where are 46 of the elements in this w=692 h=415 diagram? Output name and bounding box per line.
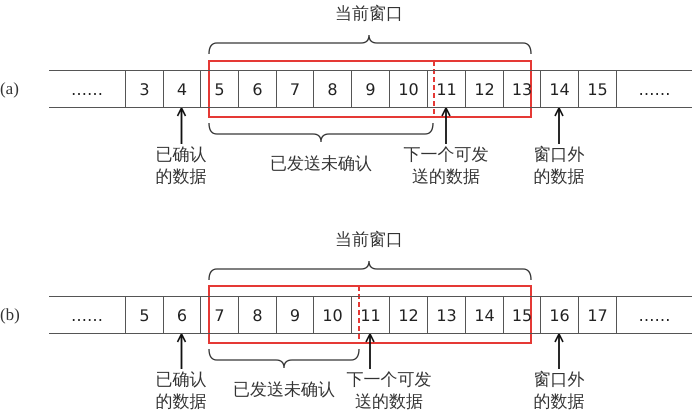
arrow <box>176 107 186 144</box>
sequence-slot: 3 <box>125 70 163 108</box>
annotation-text: 下一个可发送的数据 <box>400 144 492 188</box>
sequence-slot: 7 <box>200 296 238 334</box>
sequence-slot: 5 <box>200 70 238 108</box>
bracket-label: 当前窗口 <box>335 230 403 250</box>
sequence-slot: …… <box>616 296 692 334</box>
sequence-slot: 4 <box>163 70 200 108</box>
annotation-text: 窗口外的数据 <box>530 144 588 188</box>
sequence-slot: 8 <box>238 296 276 334</box>
sequence-slot: 16 <box>540 296 578 334</box>
sequence-slot: 10 <box>313 296 351 334</box>
annotation-text: 下一个可发送的数据 <box>344 369 434 413</box>
sequence-slot: 9 <box>351 70 389 108</box>
annotation-text: 窗口外的数据 <box>530 369 588 413</box>
annotation-text: 已确认的数据 <box>152 369 210 413</box>
sequence-slot: 8 <box>313 70 351 108</box>
arrow <box>554 333 564 369</box>
sequence-slot: 12 <box>389 296 427 334</box>
bracket-label: 已发送未确认 <box>270 154 372 174</box>
sequence-slot: 15 <box>578 70 616 108</box>
sequence-slot: 9 <box>276 296 313 334</box>
sequence-slot: 14 <box>540 70 578 108</box>
arrow <box>176 333 186 369</box>
sequence-slot: …… <box>49 296 125 334</box>
arrow <box>365 333 375 369</box>
sequence-slot: …… <box>49 70 125 108</box>
sequence-slot: …… <box>616 70 692 108</box>
arrow <box>441 107 451 144</box>
sequence-slot: 17 <box>578 296 616 334</box>
sequence-slot: 14 <box>465 296 503 334</box>
panel-label: (b) <box>0 305 20 325</box>
annotation-text: 已确认的数据 <box>152 144 210 188</box>
bracket-label: 已发送未确认 <box>233 380 335 400</box>
bracket-label: 当前窗口 <box>335 4 403 24</box>
sequence-slot: 12 <box>465 70 503 108</box>
sequence-slot: 11 <box>427 70 465 108</box>
sequence-slot: 13 <box>427 296 465 334</box>
sequence-slot: 6 <box>238 70 276 108</box>
sequence-slot: 5 <box>125 296 163 334</box>
sequence-slot: 10 <box>389 70 427 108</box>
sequence-slot: 11 <box>351 296 389 334</box>
sequence-slot: 6 <box>163 296 200 334</box>
arrow <box>554 107 564 144</box>
panel-label: (a) <box>0 79 19 99</box>
sequence-slot: 7 <box>276 70 313 108</box>
